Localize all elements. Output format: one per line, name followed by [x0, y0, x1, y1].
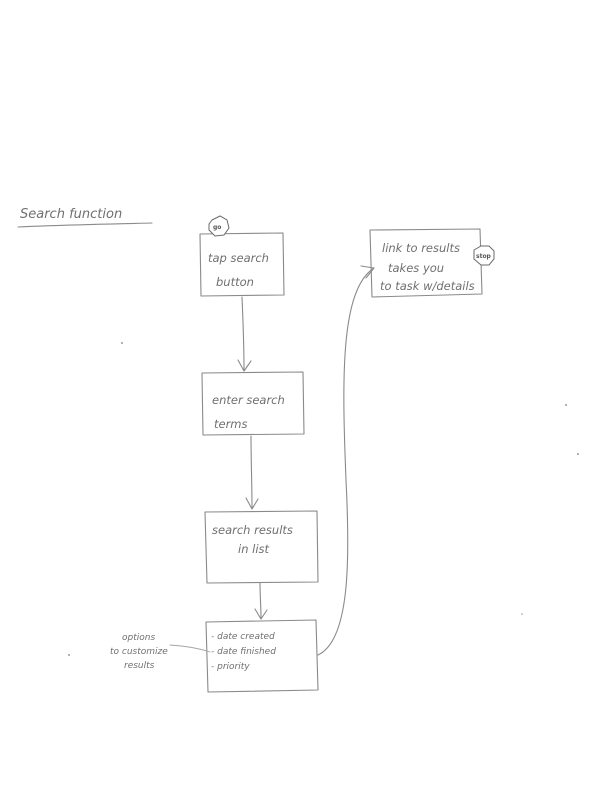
side-note-line: options: [122, 633, 155, 643]
go-badge-label: go: [213, 224, 221, 231]
step-line: tap search: [208, 251, 269, 265]
arrow-step3-to-step4: [254, 582, 268, 620]
step-line: - priority: [211, 662, 250, 672]
stop-badge: stop: [473, 245, 495, 266]
side-note-connector: [169, 644, 211, 653]
step-line: - date finished: [211, 647, 276, 657]
step-box: [201, 371, 305, 436]
step-line: search results: [212, 523, 293, 537]
step-line: enter search: [212, 393, 285, 407]
stop-badge-label: stop: [476, 253, 492, 260]
step-box: [205, 619, 319, 693]
step-tap-search-button: tap search button go: [199, 215, 285, 297]
end-step-line: to task w/details: [380, 279, 475, 293]
step-line: terms: [214, 417, 248, 431]
step-link-to-results: link to results takes you to task w/deta…: [369, 228, 495, 298]
side-note: options to customize results: [110, 633, 211, 671]
arrow-step4-to-end: [317, 265, 375, 656]
title-underline: [17, 222, 153, 228]
paper-specks: [68, 342, 579, 656]
step-line: in list: [238, 542, 270, 556]
step-box: [369, 228, 483, 298]
step-sort-options: - date created - date finished - priorit…: [205, 619, 319, 693]
step-line: button: [216, 275, 254, 289]
diagram-title: Search function: [17, 207, 153, 228]
title-text: Search function: [20, 207, 122, 222]
end-step-line: link to results: [382, 241, 460, 255]
step-line: - date created: [211, 632, 275, 642]
step-search-results-in-list: search results in list: [204, 510, 319, 584]
side-note-line: to customize: [110, 647, 168, 657]
arrow-step2-to-step3: [245, 435, 259, 510]
step-box: [204, 510, 319, 584]
arrow-step1-to-step2: [237, 296, 252, 372]
step-enter-search-terms: enter search terms: [201, 371, 305, 436]
go-badge: go: [208, 215, 230, 237]
end-step-line: takes you: [388, 261, 444, 275]
side-note-line: results: [124, 661, 155, 671]
step-box: [199, 232, 285, 297]
